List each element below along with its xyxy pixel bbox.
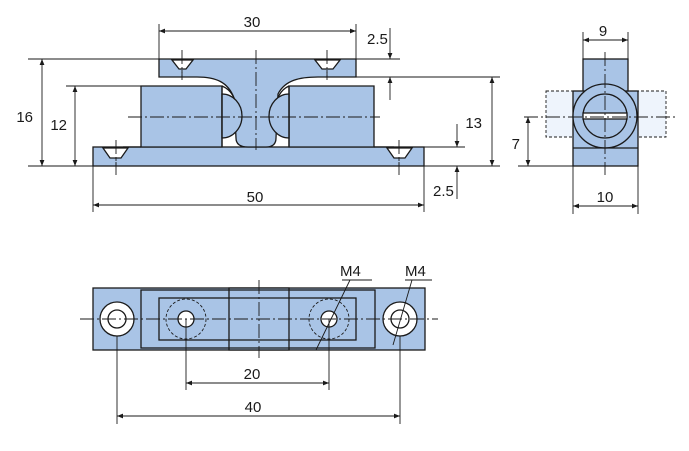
dim-hole-spacing-inner: 20 bbox=[244, 366, 261, 383]
front-view: 30 2.5 16 12 13 2.5 50 bbox=[16, 14, 500, 212]
front-top-flange bbox=[158, 58, 357, 148]
dim-right-height: 13 bbox=[465, 115, 482, 132]
side-view: 9 7 10 bbox=[512, 23, 675, 214]
thread-label-inner: M4 bbox=[340, 263, 361, 280]
countersink-base-right bbox=[385, 147, 414, 159]
dim-side-center-height: 7 bbox=[512, 136, 520, 153]
countersink-base-left bbox=[101, 147, 130, 159]
dim-overall-height: 16 bbox=[16, 109, 33, 126]
dim-body-height: 12 bbox=[50, 117, 67, 134]
dim-side-width: 9 bbox=[599, 23, 607, 40]
countersink-top-left bbox=[170, 59, 195, 70]
thread-label-outer: M4 bbox=[405, 263, 426, 280]
countersink-top-right bbox=[313, 59, 342, 70]
front-right-block bbox=[288, 85, 375, 148]
front-right-roller bbox=[268, 93, 290, 139]
top-view: M4 M4 20 40 bbox=[80, 263, 438, 424]
dim-side-base-width: 10 bbox=[597, 189, 614, 206]
front-left-roller bbox=[221, 93, 243, 139]
front-base-plate bbox=[92, 146, 425, 167]
front-left-block bbox=[140, 85, 223, 148]
dim-base-thickness: 2.5 bbox=[433, 183, 454, 200]
dim-top-thickness: 2.5 bbox=[367, 31, 388, 48]
dim-overall-length: 50 bbox=[247, 189, 264, 206]
dim-top-width: 30 bbox=[244, 14, 261, 31]
dim-hole-spacing-outer: 40 bbox=[245, 399, 262, 416]
